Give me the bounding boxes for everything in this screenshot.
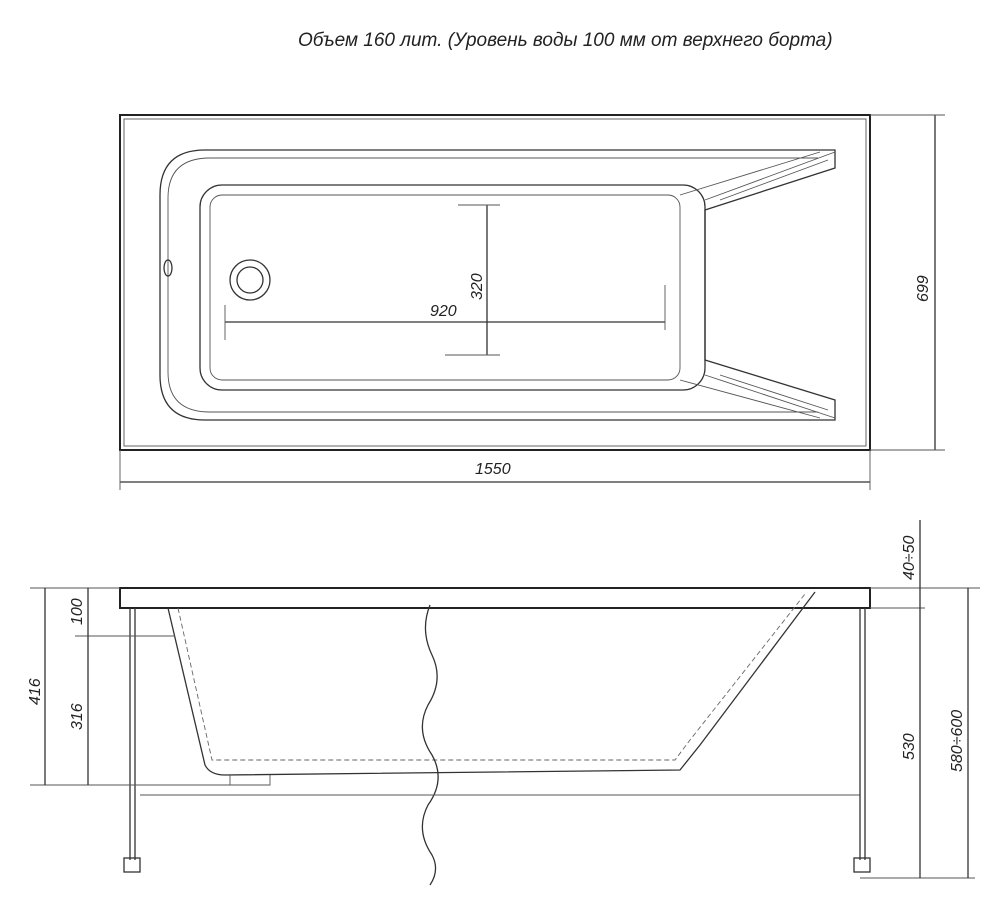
dim-316: 316 — [69, 703, 86, 730]
drawing-title: Объем 160 лит. (Уровень воды 100 мм от в… — [298, 30, 833, 51]
side-view: 416 100 316 40÷50 530 580÷600 — [27, 520, 980, 886]
drain-icon — [229, 259, 271, 301]
tub-rim — [119, 587, 871, 609]
dim-580-600: 580÷600 — [949, 710, 966, 772]
top-view: 920 320 1550 699 — [119, 114, 945, 490]
dim-100: 100 — [69, 598, 86, 625]
break-line — [421, 604, 439, 886]
dim-416: 416 — [27, 678, 44, 705]
rim-inner-outline — [159, 149, 836, 421]
dim-920: 920 — [430, 303, 457, 320]
dim-699: 699 — [915, 275, 932, 302]
dim-40-50: 40÷50 — [901, 536, 918, 580]
tub-outline — [119, 114, 871, 451]
dim-320: 320 — [469, 273, 486, 300]
tub-body — [167, 591, 816, 776]
dim-530: 530 — [901, 733, 918, 760]
basin-outline — [199, 184, 706, 391]
dim-1550: 1550 — [475, 461, 511, 478]
overflow-icon — [163, 259, 173, 277]
